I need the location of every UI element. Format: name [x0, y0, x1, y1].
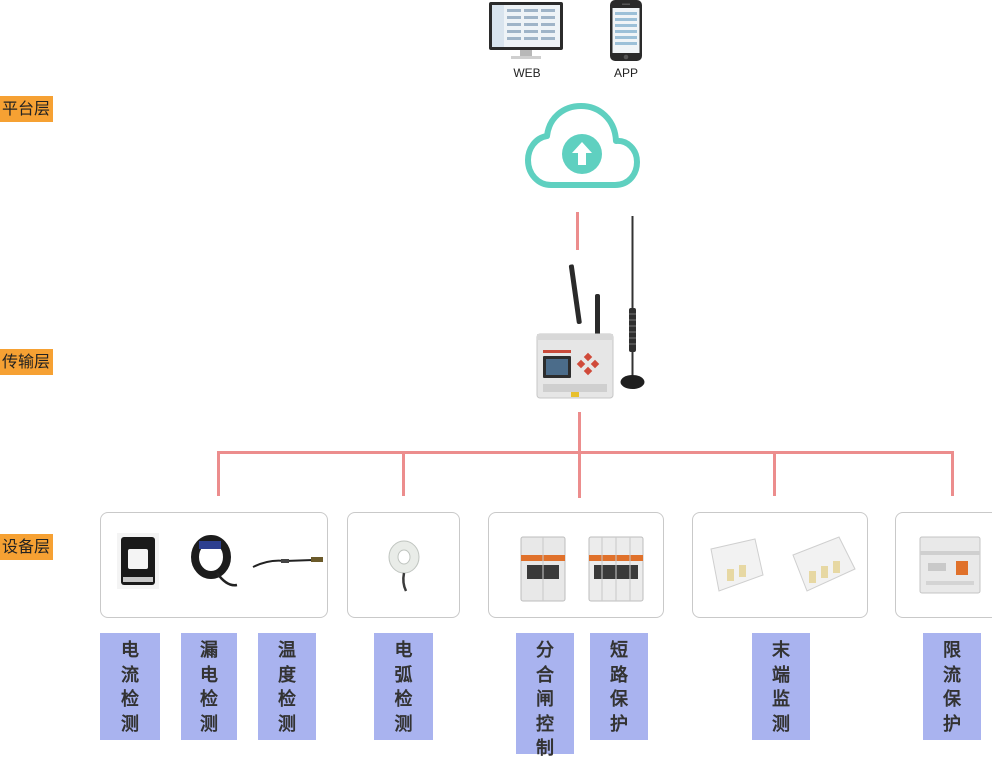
drop-connector	[217, 451, 220, 496]
drop-connector	[773, 451, 776, 496]
antenna-icon	[620, 216, 645, 389]
label-leakage: 漏电检测	[181, 633, 237, 740]
drop-connector	[402, 451, 405, 496]
label-limit: 限流保护	[923, 633, 981, 740]
label-current-text: 电流检测	[121, 640, 139, 735]
transport-layer-tag: 传输层	[0, 349, 54, 375]
current-limiter-icon	[919, 536, 981, 594]
sensor-group-box	[100, 512, 328, 618]
arc-sensor-box	[347, 512, 460, 618]
device-layer-tag: 设备层	[0, 534, 54, 560]
current-limiter-box	[895, 512, 992, 618]
monitor-icon	[489, 2, 563, 59]
web-label: WEB	[513, 66, 541, 80]
current-transformer-icon	[117, 533, 159, 589]
temperature-probe-icon	[252, 557, 323, 568]
bus-connector	[217, 451, 954, 454]
terminal-monitor-3p-icon	[792, 536, 856, 592]
phone-icon	[610, 0, 642, 61]
short-circuit-breaker-icon	[588, 536, 644, 602]
label-temperature-text: 温度检测	[278, 640, 296, 735]
app-label: APP	[613, 66, 638, 80]
label-leakage-text: 漏电检测	[200, 640, 218, 735]
label-current: 电流检测	[100, 633, 160, 740]
label-temperature: 温度检测	[258, 633, 316, 740]
label-short-text: 短路保护	[610, 640, 628, 735]
trunk-connector	[578, 412, 581, 498]
label-switch-text: 分合闸控制	[536, 640, 554, 759]
gateway-icon	[536, 264, 614, 399]
label-short: 短路保护	[590, 633, 648, 740]
platform-layer-tag: 平台层	[0, 96, 54, 122]
label-arc-text: 电弧检测	[394, 640, 413, 735]
label-switch: 分合闸控制	[516, 633, 574, 759]
label-arc: 电弧检测	[374, 633, 433, 740]
label-terminal: 末端监测	[752, 633, 810, 740]
terminal-monitor-box	[692, 512, 868, 618]
terminal-monitor-icon	[710, 538, 764, 592]
breaker-box	[488, 512, 664, 618]
label-limit-text: 限流保护	[943, 640, 961, 735]
breaker-icon	[520, 536, 566, 602]
arc-sensor-icon	[388, 540, 420, 592]
label-terminal-text: 末端监测	[772, 640, 790, 735]
drop-connector	[951, 451, 954, 496]
leakage-transformer-icon	[191, 535, 238, 587]
cloud-upload-icon	[525, 103, 640, 188]
cloud-connector	[576, 212, 579, 250]
